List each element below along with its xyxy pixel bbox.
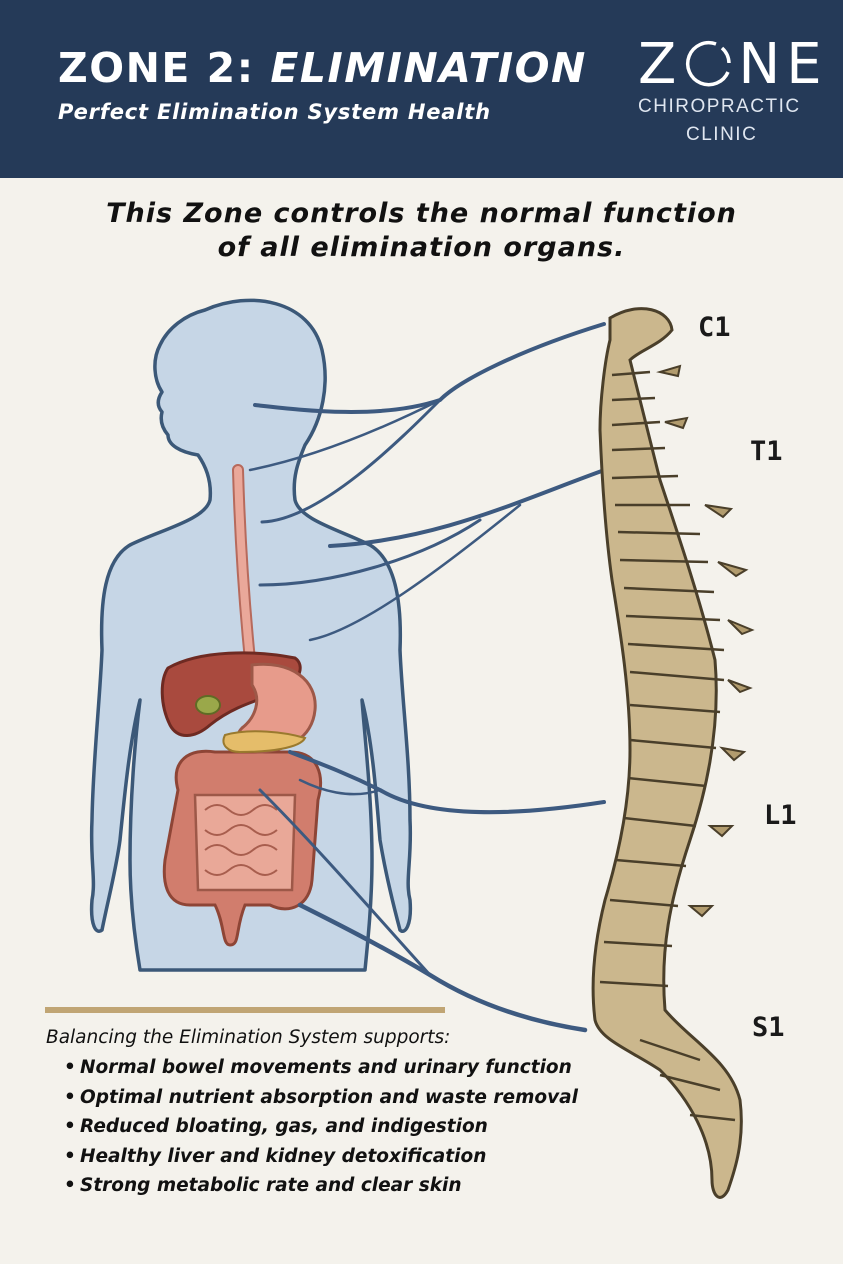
bullet-icon: • (64, 1086, 76, 1108)
spine-icon (591, 307, 755, 1199)
benefit-text: Strong metabolic rate and clear skin (80, 1175, 462, 1196)
page-subtitle: Perfect Elimination System Health (58, 100, 491, 124)
nerve-connection-lines (248, 322, 612, 1033)
benefit-text: Optimal nutrient absorption and waste re… (80, 1086, 578, 1108)
page-title: ZONE 2: ELIMINATION (58, 44, 587, 92)
list-item: •Reduced bloating, gas, and indigestion (64, 1116, 578, 1146)
logo-wordmark: Z NE (638, 32, 828, 97)
list-item: •Optimal nutrient absorption and waste r… (64, 1087, 578, 1117)
bullet-icon: • (64, 1116, 76, 1137)
logo-line-chiropractic: CHIROPRACTIC (638, 96, 801, 117)
benefit-text: Healthy liver and kidney detoxification (80, 1145, 487, 1167)
digestive-organs-icon (160, 651, 323, 947)
header-banner: ZONE 2: ELIMINATION Perfect Elimination … (0, 0, 843, 178)
list-item: •Strong metabolic rate and clear skin (64, 1175, 578, 1205)
vertebra-label-c1: C1 (698, 312, 731, 343)
benefits-list: •Normal bowel movements and urinary func… (64, 1057, 578, 1205)
benefit-text: Reduced bloating, gas, and indigestion (80, 1116, 488, 1137)
title-emphasis: ELIMINATION (270, 44, 587, 92)
tagline-line-2: of all elimination organs. (217, 232, 626, 263)
title-prefix: ZONE 2: (58, 44, 271, 92)
benefit-text: Normal bowel movements and urinary funct… (80, 1057, 572, 1078)
bullet-icon: • (64, 1175, 76, 1196)
accent-divider (45, 1007, 445, 1013)
benefits-heading: Balancing the Elimination System support… (46, 1027, 451, 1048)
logo-word-end: NE (738, 32, 828, 97)
vertebra-label-l1: L1 (764, 800, 797, 831)
bullet-icon: • (64, 1057, 76, 1078)
logo-line-clinic: CLINIC (686, 124, 758, 145)
list-item: •Healthy liver and kidney detoxification (64, 1146, 578, 1176)
vertebra-label-t1: T1 (750, 436, 783, 467)
bullet-icon: • (64, 1145, 76, 1167)
list-item: •Normal bowel movements and urinary func… (64, 1057, 578, 1087)
tagline-line-1: This Zone controls the normal function (106, 198, 737, 229)
vertebra-label-s1: S1 (752, 1012, 785, 1043)
logo-o-icon (682, 38, 738, 88)
logo-word-start: Z (638, 32, 683, 97)
